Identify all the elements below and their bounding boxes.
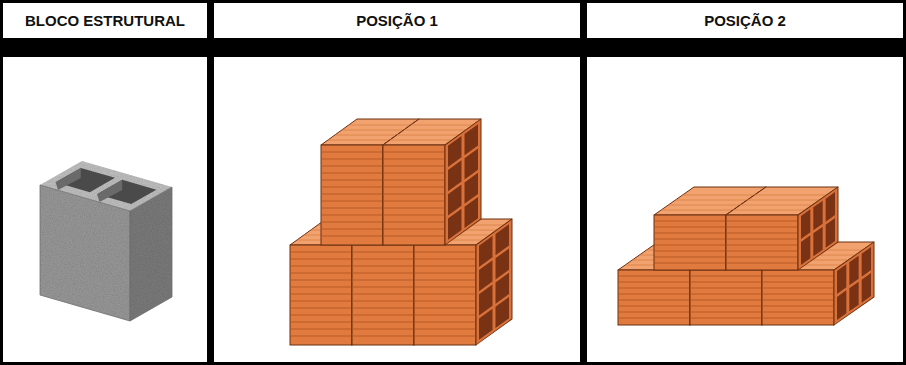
- image-cell: [587, 57, 903, 362]
- header-label: POSIÇÃO 1: [356, 12, 438, 29]
- header-cell: [214, 3, 580, 38]
- header-cell-box: POSIÇÃO 1: [214, 3, 580, 38]
- brick-wall-lying: [618, 187, 874, 325]
- header-cell-box: BLOCO ESTRUTURAL: [3, 3, 207, 38]
- image-cell: [3, 57, 207, 362]
- header-cell: [3, 3, 207, 38]
- header-cell-box: POSIÇÃO 2: [587, 3, 903, 38]
- brick-wall-upright: [290, 119, 512, 345]
- header-label: BLOCO ESTRUTURAL: [25, 12, 185, 29]
- image-cell: [214, 57, 580, 362]
- header-cell: [587, 3, 903, 38]
- concrete-block: [40, 161, 172, 321]
- header-label: POSIÇÃO 2: [704, 12, 786, 29]
